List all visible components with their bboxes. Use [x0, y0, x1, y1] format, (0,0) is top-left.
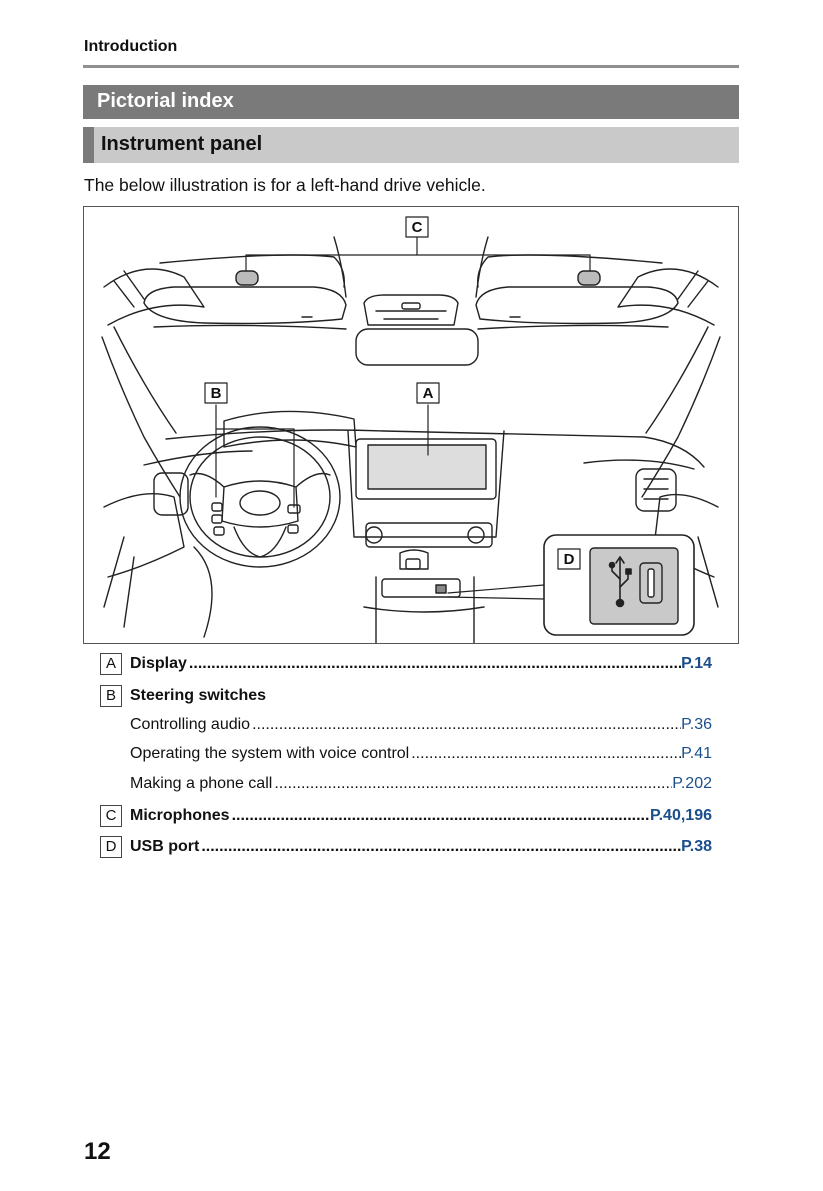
headliner	[103, 236, 719, 326]
microphone-right	[577, 270, 601, 286]
callout-d: D	[557, 548, 581, 570]
index-label: USB port	[130, 838, 200, 855]
chapter-title: Pictorial index	[83, 85, 739, 119]
index-label: Microphones	[130, 807, 230, 824]
rear-view-mirror	[355, 328, 479, 366]
index-badge: C	[100, 805, 122, 827]
leader-lines	[215, 236, 591, 600]
page-link[interactable]: P.40,196	[650, 807, 712, 824]
microphone-left	[235, 270, 259, 286]
page-link[interactable]: P.36	[681, 716, 712, 733]
svg-text:A: A	[423, 385, 434, 402]
index-label: Operating the system with voice control	[130, 745, 410, 762]
page-title: Instrument panel	[83, 127, 739, 163]
intro-text: The below illustration is for a left-han…	[84, 175, 486, 195]
usb-inset	[543, 534, 695, 636]
index-row-phone-call[interactable]: Making a phone call P.202	[100, 773, 712, 795]
steering-wheel	[179, 426, 341, 568]
callout-b: B	[204, 382, 228, 404]
center-display-frame	[355, 438, 497, 500]
header-rule	[83, 65, 739, 68]
index-row-steering-switches: B Steering switches	[100, 685, 712, 707]
index-row-display[interactable]: A Display P.14	[100, 653, 712, 675]
index-label: Steering switches	[130, 687, 267, 704]
overhead-console	[363, 294, 459, 326]
callout-c: C	[405, 216, 429, 238]
index-row-controlling-audio[interactable]: Controlling audio P.36	[100, 714, 712, 736]
usb-port-icon	[589, 547, 679, 625]
index-label: Display	[130, 655, 187, 672]
page-link[interactable]: P.41	[681, 745, 712, 762]
center-display-screen	[367, 444, 487, 490]
index-row-usb-port[interactable]: D USB port P.38	[100, 836, 712, 858]
index-badge: D	[100, 836, 122, 858]
page-link[interactable]: P.14	[681, 655, 712, 672]
page-link[interactable]: P.202	[672, 775, 712, 792]
svg-text:C: C	[412, 219, 423, 236]
windshield-frame	[101, 324, 721, 498]
index-label: Making a phone call	[130, 775, 273, 792]
center-console	[347, 430, 505, 643]
index-badge: A	[100, 653, 122, 675]
index-label: Controlling audio	[130, 716, 251, 733]
callout-a: A	[416, 382, 440, 404]
svg-text:D: D	[564, 551, 575, 568]
section-header: Introduction	[84, 38, 178, 55]
index-badge: B	[100, 685, 122, 707]
instrument-panel-illustration: C A B D	[83, 206, 739, 644]
usb-port-small	[435, 584, 447, 594]
page-number: 12	[84, 1138, 111, 1165]
sun-visors	[143, 286, 679, 325]
index-row-voice-control[interactable]: Operating the system with voice control …	[100, 743, 712, 765]
page-link[interactable]: P.38	[681, 838, 712, 855]
index-row-microphones[interactable]: C Microphones P.40,196	[100, 805, 712, 827]
usb-symbol-icon	[608, 556, 632, 608]
svg-text:B: B	[211, 385, 222, 402]
